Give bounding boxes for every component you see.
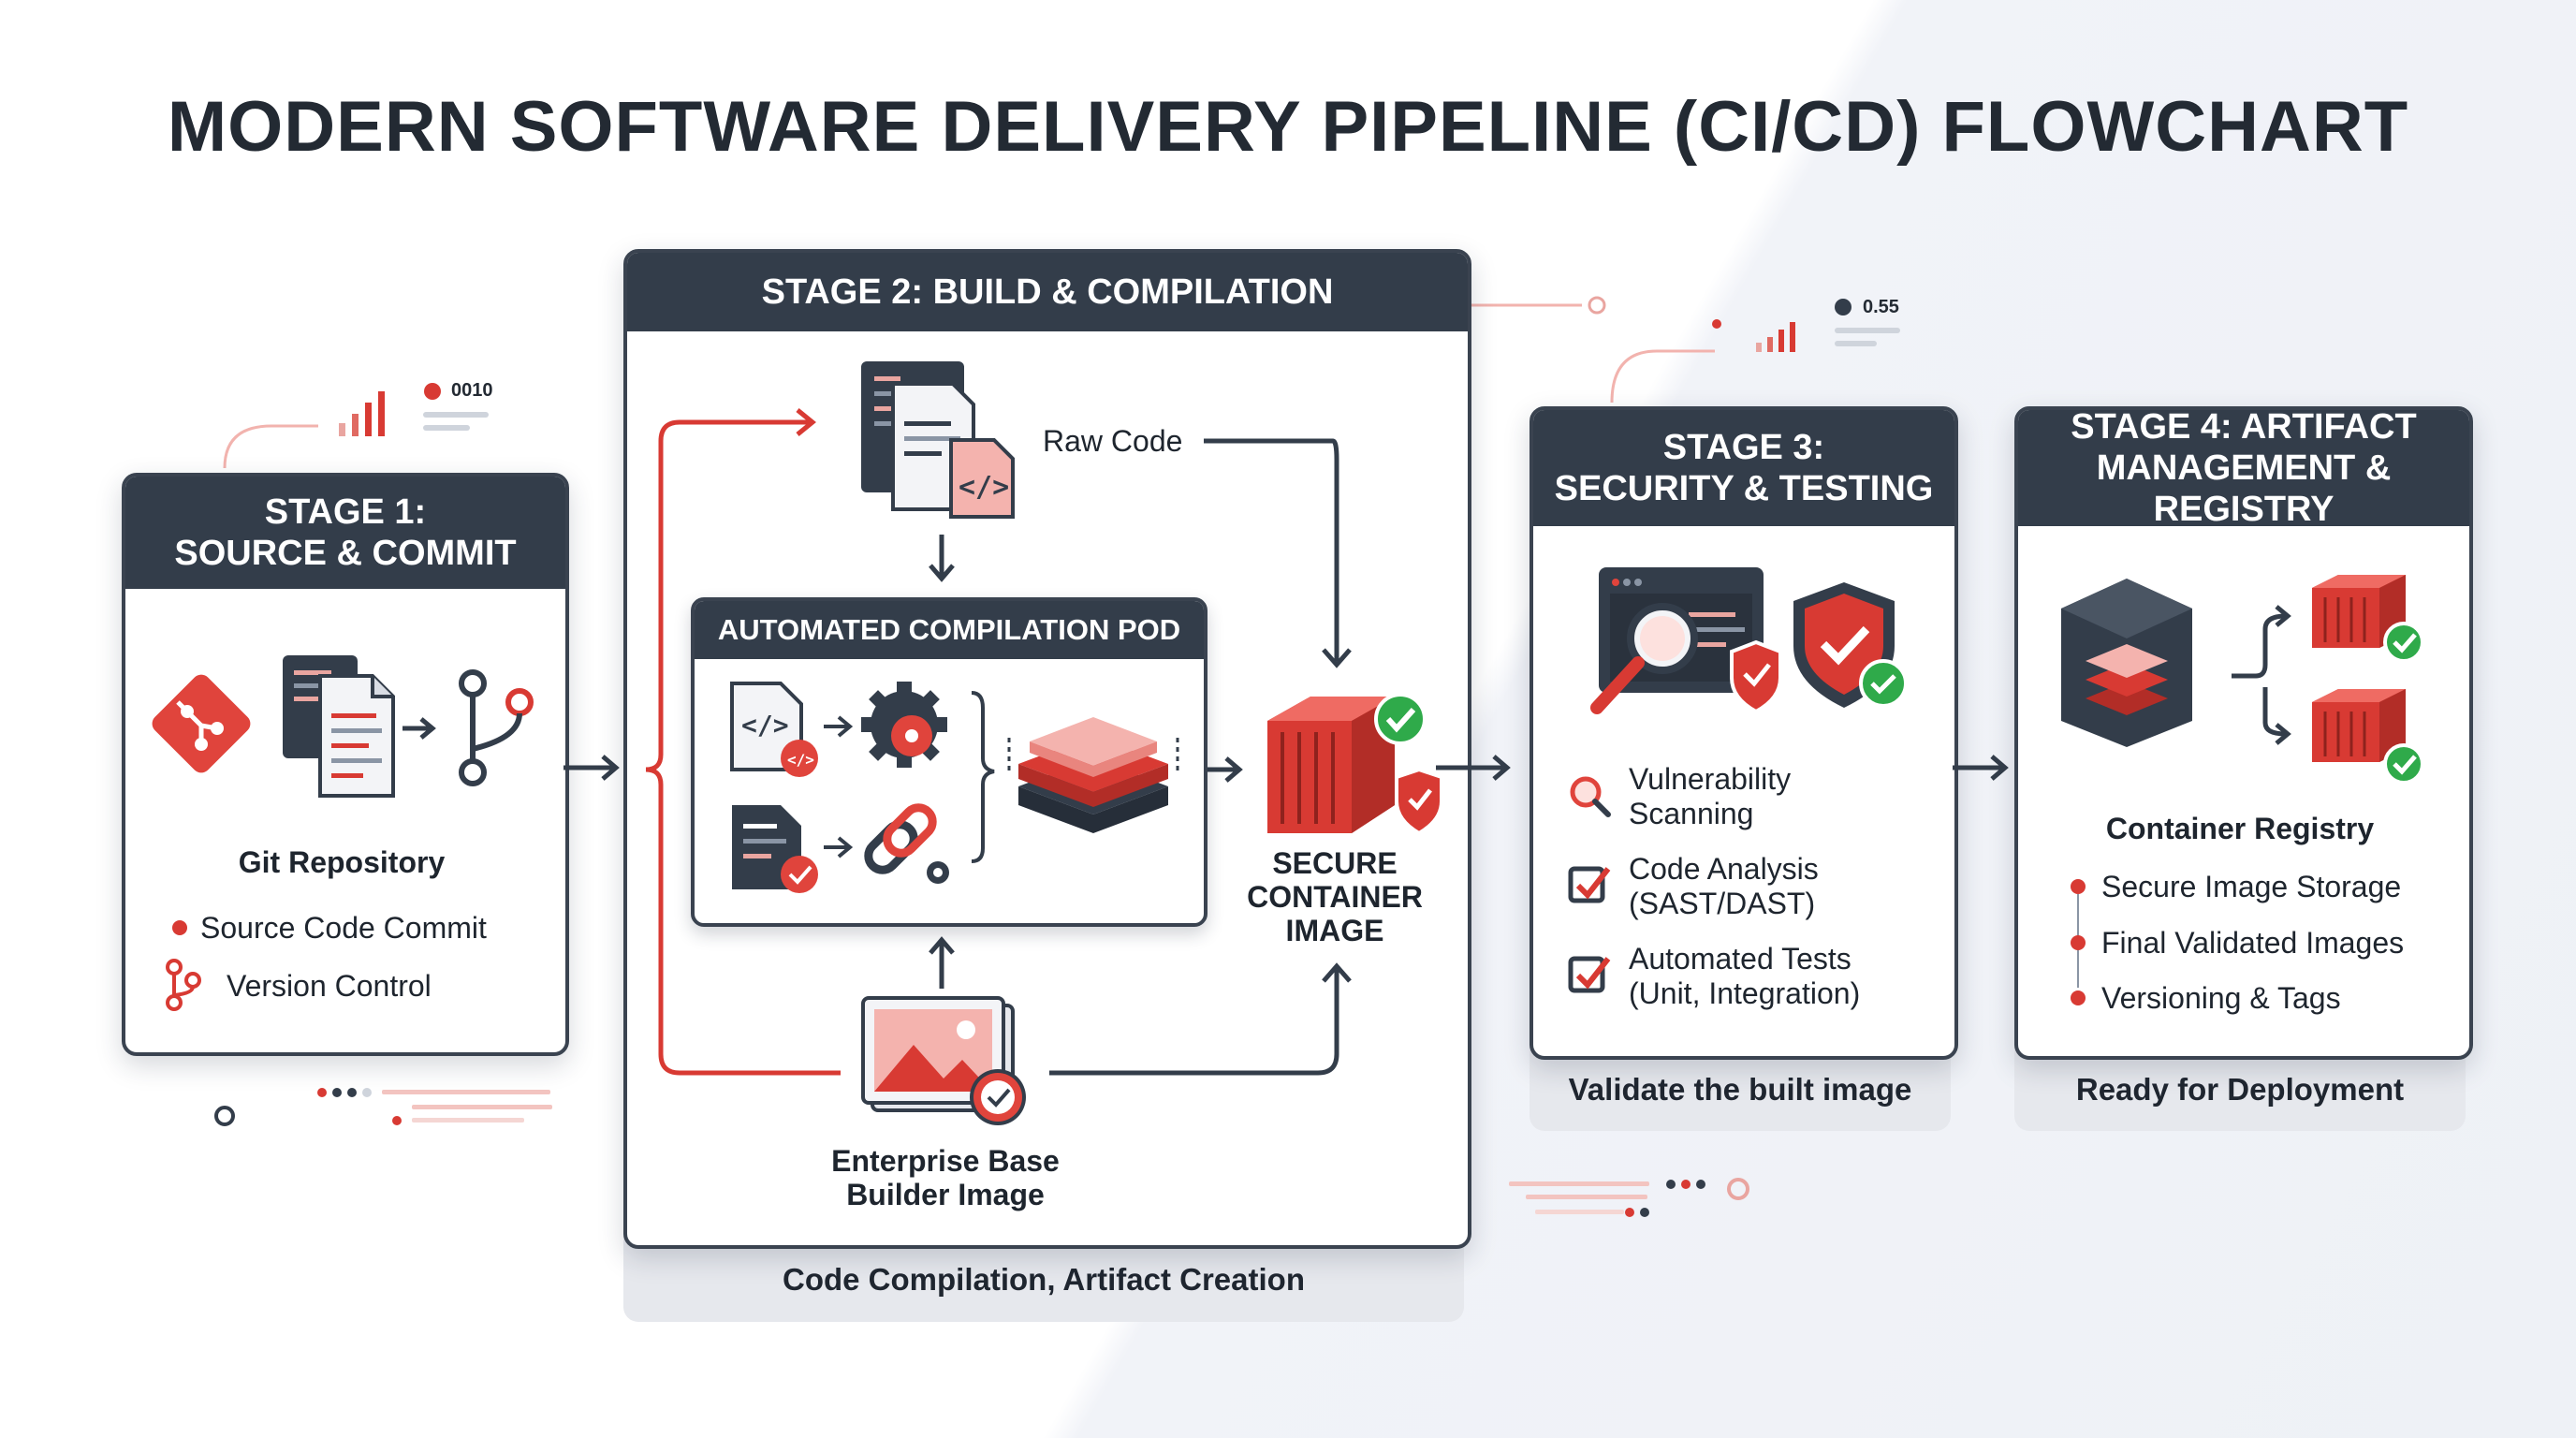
checkbox-icon xyxy=(1568,956,1611,993)
stage3-card: STAGE 3: SECURITY & TESTING xyxy=(1530,406,1958,1060)
stage3-item-1-line2: Scanning xyxy=(1629,797,1754,830)
pod-internal-icons: </> </> xyxy=(730,682,1179,893)
stage3-heading: STAGE 3: SECURITY & TESTING xyxy=(1533,410,1954,526)
secure-image-label: SECURE CONTAINER IMAGE xyxy=(1217,846,1453,947)
stage3-item-1: Vulnerability Scanning xyxy=(1629,762,1791,831)
stage3-item-3-line2: (Unit, Integration) xyxy=(1629,976,1861,1010)
registry-box-icon xyxy=(2061,579,2192,747)
pod-heading: AUTOMATED COMPILATION POD xyxy=(695,601,1204,659)
raw-code-label: Raw Code xyxy=(1043,424,1183,458)
security-shield-icon xyxy=(1793,582,1908,708)
branch-icon xyxy=(459,669,534,786)
stage1-icons xyxy=(152,655,534,798)
stage3-footer-label: Validate the built image xyxy=(1568,1072,1912,1107)
arrow-stage3-to-stage4 xyxy=(1953,755,2009,781)
stage3-heading-line1: STAGE 3: xyxy=(1662,428,1825,467)
stage1-item-1: Source Code Commit xyxy=(200,911,487,945)
version-control-icon xyxy=(166,959,201,1011)
svg-text:</>: </> xyxy=(741,710,789,741)
base-image-line2: Builder Image xyxy=(846,1178,1045,1211)
svg-text:</>: </> xyxy=(787,751,814,769)
stage2-heading: STAGE 2: BUILD & COMPILATION xyxy=(627,253,1468,331)
stage4-bullet-track xyxy=(2071,879,2086,1005)
secure-container-icon xyxy=(1267,693,1443,836)
stage3-icons xyxy=(1590,567,1908,714)
checkbox-icon xyxy=(1568,866,1611,903)
base-builder-image-icon xyxy=(861,996,1026,1125)
stage4-footer-label: Ready for Deployment xyxy=(2075,1072,2405,1107)
base-image-label: Enterprise Base Builder Image xyxy=(805,1144,1086,1211)
layers-icon xyxy=(1007,717,1179,833)
registry-icons xyxy=(2061,575,2424,785)
stage1-bullet-1 xyxy=(172,920,187,935)
stage1-caption: Git Repository xyxy=(238,845,446,879)
checked-document-icon xyxy=(732,805,818,893)
stage3-item-2-line1: Code Analysis xyxy=(1629,852,1819,886)
secure-image-line3: IMAGE xyxy=(1285,914,1384,947)
gear-icon xyxy=(861,682,947,768)
page-title: MODERN SOFTWARE DELIVERY PIPELINE (CI/CD… xyxy=(167,87,2409,167)
stage4-heading-line1: STAGE 4: ARTIFACT xyxy=(2071,407,2417,447)
scan-screen-icon xyxy=(1590,567,1782,714)
stage4-item-3: Versioning & Tags xyxy=(2101,981,2341,1015)
stage2-flow-lines xyxy=(645,408,1352,1076)
link-icon xyxy=(864,803,949,884)
stage3-counter: 0.55 xyxy=(1863,297,1899,317)
svg-text:</>: </> xyxy=(959,471,1009,504)
stage1-counter: 0010 xyxy=(451,380,493,401)
stage4-item-2: Final Validated Images xyxy=(2101,926,2405,960)
source-code-file-icon: </> </> xyxy=(730,682,818,777)
arrow-stage2-to-stage3 xyxy=(1436,755,1511,781)
stage2-heading-label: STAGE 2: BUILD & COMPILATION xyxy=(761,272,1334,312)
stage3-item-3: Automated Tests (Unit, Integration) xyxy=(1629,942,1860,1011)
stage1-heading-line1: STAGE 1: xyxy=(264,492,427,532)
git-logo-icon xyxy=(152,674,251,773)
stage4-heading-line2: MANAGEMENT & REGISTRY xyxy=(2096,448,2392,529)
stage1-heading: STAGE 1: SOURCE & COMMIT xyxy=(125,477,565,589)
base-image-line1: Enterprise Base xyxy=(831,1144,1060,1178)
secure-image-line1: SECURE xyxy=(1272,846,1398,880)
secure-image-line2: CONTAINER xyxy=(1247,880,1423,914)
code-documents-icon xyxy=(283,655,395,798)
stage1-heading-line2: SOURCE & COMMIT xyxy=(174,534,517,573)
stage4-heading: STAGE 4: ARTIFACT MANAGEMENT & REGISTRY xyxy=(2018,410,2469,529)
arrow-stage1-to-stage2 xyxy=(564,755,620,781)
search-icon xyxy=(1570,776,1611,817)
stage3-item-2: Code Analysis (SAST/DAST) xyxy=(1629,852,1819,921)
stage4-item-1: Secure Image Storage xyxy=(2101,870,2402,903)
container-icon xyxy=(2312,689,2424,785)
stage1-item-2: Version Control xyxy=(227,969,432,1003)
stage2-footer-label: Code Compilation, Artifact Creation xyxy=(783,1262,1305,1297)
stage4-caption: Container Registry xyxy=(2105,812,2375,845)
raw-code-icon: </> xyxy=(861,361,1015,519)
container-icon xyxy=(2312,575,2424,663)
pod-heading-label: AUTOMATED COMPILATION POD xyxy=(717,613,1181,646)
stage3-item-3-line1: Automated Tests xyxy=(1629,942,1852,976)
stage3-item-2-line2: (SAST/DAST) xyxy=(1629,887,1816,920)
stage3-heading-line2: SECURITY & TESTING xyxy=(1554,469,1934,508)
stage3-item-1-line1: Vulnerability xyxy=(1629,762,1792,796)
